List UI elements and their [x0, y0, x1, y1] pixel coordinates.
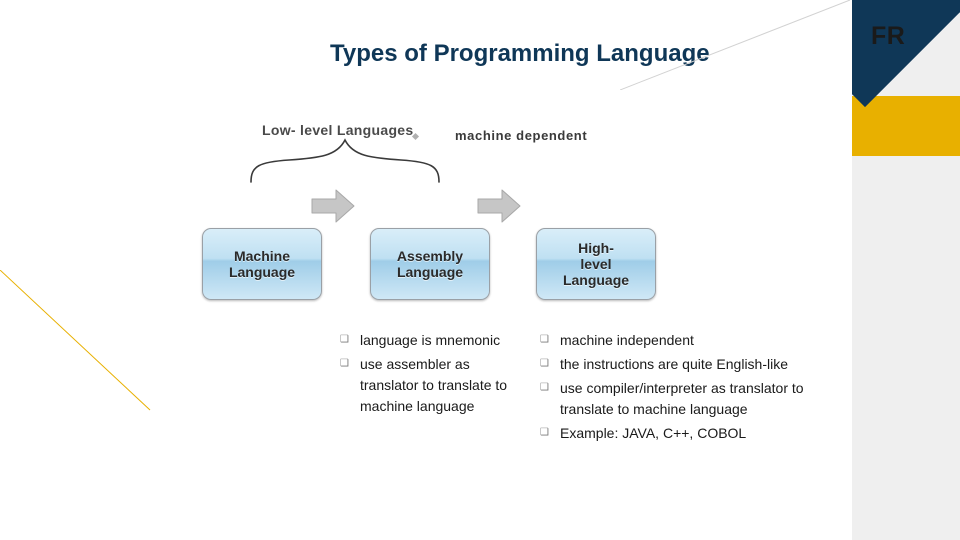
list-item-text: use assembler as translator to translate… — [360, 356, 508, 414]
list-item: ❑ language is mnemonic — [340, 330, 540, 351]
list-item: ❑ Example: JAVA, C++, COBOL — [540, 423, 860, 444]
list-item: ❑ use compiler/interpreter as translator… — [540, 378, 860, 420]
square-bullet-icon: ❑ — [540, 334, 549, 345]
list-item-text: Example: JAVA, C++, COBOL — [560, 425, 747, 441]
arrow-right-1-icon — [310, 188, 356, 224]
machine-dependent-note: machine dependent — [455, 128, 588, 143]
square-bullet-icon: ❑ — [340, 334, 349, 345]
list-item-text: machine independent — [560, 332, 694, 348]
low-level-languages-label: Low- level Languages — [262, 122, 414, 138]
curly-brace-icon — [245, 136, 445, 184]
page-title: Types of Programming Language — [330, 40, 710, 67]
language-types-diagram: Low- level Languages machine dependent M… — [190, 110, 830, 320]
arrow-right-2-icon — [476, 188, 522, 224]
square-bullet-icon: ❑ — [340, 358, 349, 369]
square-bullet-icon: ❑ — [540, 427, 549, 438]
square-bullet-icon: ❑ — [540, 382, 549, 393]
list-item-text: language is mnemonic — [360, 332, 501, 348]
list-item-text: the instructions are quite English-like — [560, 356, 789, 372]
square-bullet-icon: ❑ — [540, 358, 549, 369]
list-item: ❑ use assembler as translator to transla… — [340, 354, 540, 417]
left-bullet-column: ❑ language is mnemonic ❑ use assembler a… — [340, 330, 540, 420]
right-decorative-band: FR — [852, 0, 960, 540]
list-item-text: use compiler/interpreter as translator t… — [560, 380, 804, 417]
list-item: ❑ machine independent — [540, 330, 860, 351]
brand-label: FR — [871, 22, 906, 50]
bullet-lists: ❑ language is mnemonic ❑ use assembler a… — [0, 330, 960, 500]
right-bullet-column: ❑ machine independent ❑ the instructions… — [540, 330, 860, 447]
list-item: ❑ the instructions are quite English-lik… — [540, 354, 860, 375]
navy-corner-triangle — [852, 0, 960, 108]
gold-accent-bar — [852, 96, 960, 156]
